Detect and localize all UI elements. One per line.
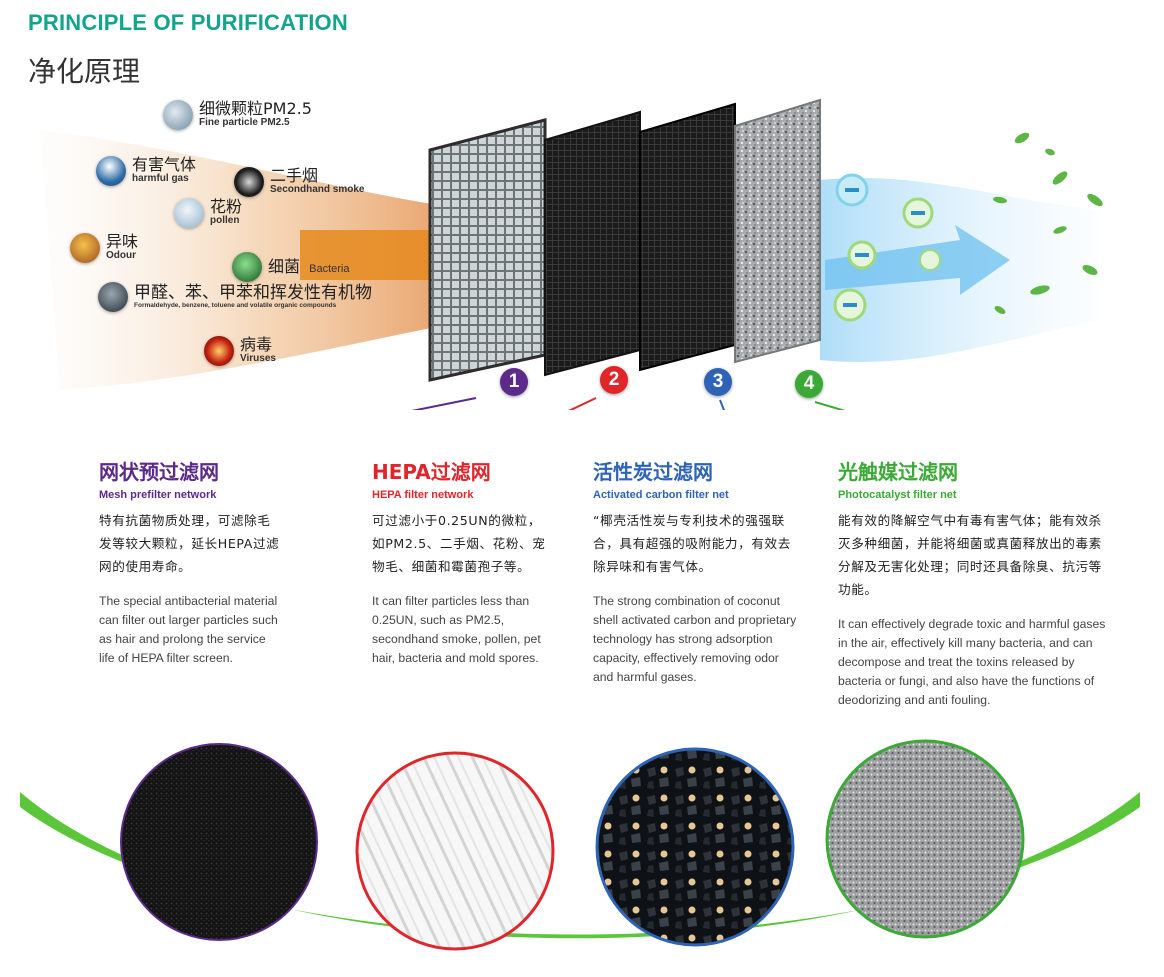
layer-number-3: 3 <box>704 368 732 396</box>
layer-cn-title: 光触媒过滤网 <box>838 460 958 484</box>
layer-en-title: Photocatalyst filter net <box>838 489 957 501</box>
pollen-icon <box>174 198 204 228</box>
layer-number-1: 1 <box>500 368 528 396</box>
layer-cn-description: 特有抗菌物质处理，可滤除毛发等较大颗粒，延长HEPA过滤网的使用寿命。 <box>99 513 280 574</box>
pollutant-pm25: 细微颗粒PM2.5 Fine particle PM2.5 <box>163 100 312 130</box>
pollutant-bacteria: 细菌 Bacteria <box>232 252 349 282</box>
pm25-icon <box>163 100 193 130</box>
connector-line-4 <box>814 401 846 410</box>
layer-cn-description: 可过滤小于0.25UN的微粒，如PM2.5、二手烟、花粉、宠物毛、细菌和霉菌孢子… <box>372 513 546 574</box>
photocatalyst-layer <box>734 98 821 364</box>
layer-cn-title: HEPA过滤网 <box>372 460 491 484</box>
photocatalyst-material-swatch <box>825 739 1025 939</box>
filter-layers-graphic <box>40 98 1103 410</box>
pollutant-harmful-gas: 有害气体 harmful gas <box>96 156 196 186</box>
pollutant-virus: 病毒 Viruses <box>204 336 276 366</box>
pollutant-en: Formaldehyde, benzene, toluene and volat… <box>134 301 337 309</box>
voc-icon <box>98 282 128 312</box>
layer-en-title: Mesh prefilter network <box>99 489 217 501</box>
connector-line-2 <box>568 397 597 410</box>
connector-line-1 <box>411 397 477 410</box>
pollutant-cn: 甲醛、苯、甲苯和挥发性有机物 <box>134 282 372 303</box>
pollutant-en: Fine particle PM2.5 <box>199 117 290 129</box>
harmful-gas-icon <box>96 156 126 186</box>
page-title: PRINCIPLE OF PURIFICATION <box>28 10 348 35</box>
clean-air-bubbles <box>833 173 941 322</box>
odour-icon <box>70 233 100 263</box>
layer-column-hepa: HEPA过滤网 HEPA filter network 可过滤小于0.25UN的… <box>372 456 548 668</box>
pollutant-pollen: 花粉 pollen <box>174 198 242 228</box>
pollutant-en: Bacteria <box>309 262 350 275</box>
layer-en-description: It can effectively degrade toxic and har… <box>838 617 1106 707</box>
layer-en-title: Activated carbon filter net <box>593 489 729 501</box>
layer-cn-description: 能有效的降解空气中有毒有害气体；能有效杀灭多种细菌，并能将细菌或真菌释放出的毒素… <box>838 513 1102 597</box>
layer-column-carbon: 活性炭过滤网 Activated carbon filter net “椰壳活性… <box>593 456 799 687</box>
carbon-layer <box>639 102 736 372</box>
layer-column-photocatalyst: 光触媒过滤网 Photocatalyst filter net 能有效的降解空气… <box>838 456 1113 710</box>
pollutant-cn: 细微颗粒PM2.5 <box>199 99 312 119</box>
pollutant-cn: 二手烟 <box>270 166 319 186</box>
material-swatches-graphic <box>20 739 1140 951</box>
hepa-material-swatch <box>355 751 555 951</box>
layer-en-description: The strong combination of coconut shell … <box>593 594 797 684</box>
filter-illustration: 细微颗粒PM2.5 Fine particle PM2.5 有害气体 harmf… <box>0 90 1164 410</box>
layer-number-4: 4 <box>795 370 823 398</box>
pollutant-en: Viruses <box>240 353 276 365</box>
layer-en-description: The special antibacterial material can f… <box>99 594 278 665</box>
pollutant-cn: 有害气体 <box>132 155 197 175</box>
layer-cn-title: 网状预过滤网 <box>99 460 219 484</box>
mesh-material-swatch <box>120 743 318 941</box>
pollutant-en: pollen <box>210 215 240 227</box>
bacteria-icon <box>232 252 262 282</box>
connector-line-3 <box>719 399 725 410</box>
layer-column-mesh: 网状预过滤网 Mesh prefilter network 特有抗菌物质处理，可… <box>99 456 281 668</box>
smoke-icon <box>234 167 264 197</box>
mesh-layer <box>428 118 547 382</box>
layer-number-2: 2 <box>600 366 628 394</box>
layer-cn-description: “椰壳活性炭与专利技术的强强联合，具有超强的吸附能力，有效去除异味和有害气体。 <box>593 513 791 574</box>
pollutant-en: Odour <box>106 250 136 262</box>
pollutant-smoke: 二手烟 Secondhand smoke <box>234 167 364 197</box>
carbon-material-swatch <box>595 747 795 947</box>
pollutant-voc: 甲醛、苯、甲苯和挥发性有机物 Formaldehyde, benzene, to… <box>98 282 372 312</box>
pollutant-cn: 异味 <box>106 232 139 252</box>
virus-icon <box>204 336 234 366</box>
clean-airflow-arrow <box>825 225 1010 295</box>
pollutant-cn: 花粉 <box>210 197 243 217</box>
layer-cn-title: 活性炭过滤网 <box>593 460 713 484</box>
hepa-layer <box>544 110 641 377</box>
page-subtitle: 净化原理 <box>28 55 141 88</box>
layer-en-description: It can filter particles less than 0.25UN… <box>372 594 541 665</box>
layer-en-title: HEPA filter network <box>372 489 474 501</box>
leaves <box>993 132 1103 314</box>
pollutant-en: harmful gas <box>132 173 189 185</box>
pollutant-cn: 病毒 <box>240 335 273 355</box>
pollutant-odour: 异味 Odour <box>70 233 138 263</box>
pollutant-cn: 细菌 <box>268 256 301 276</box>
pollutant-en: Secondhand smoke <box>270 184 365 196</box>
